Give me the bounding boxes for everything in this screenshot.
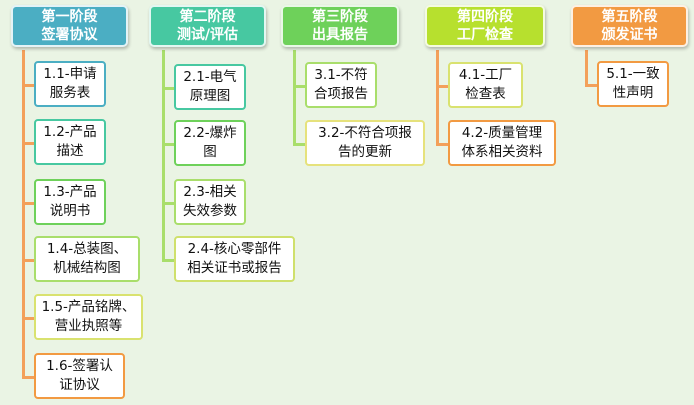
connector-stage-2 [162, 50, 165, 262]
connector-stage-3 [293, 50, 296, 145]
stage-4-header: 第四阶段 工厂检查 [425, 5, 545, 47]
item-2-1: 2.1-电气 原理图 [174, 64, 246, 110]
item-1-6: 1.6-签署认 证协议 [34, 353, 125, 399]
item-3-2: 3.2-不符合项报 告的更新 [305, 120, 425, 166]
stage-3-header: 第三阶段 出具报告 [281, 5, 399, 47]
connector-5-1 [585, 84, 597, 87]
item-3-1: 3.1-不符 合项报告 [305, 62, 377, 108]
connector-2-4 [162, 259, 174, 262]
connector-2-2 [162, 143, 174, 146]
item-1-5: 1.5-产品铭牌、 营业执照等 [34, 294, 143, 340]
connector-2-3 [162, 202, 174, 205]
item-1-3: 1.3-产品 说明书 [34, 179, 106, 225]
stage-5-header: 第五阶段 颁发证书 [571, 5, 688, 47]
connector-3-1 [293, 85, 305, 88]
stage-2-header: 第二阶段 测试/评估 [149, 5, 266, 47]
connector-1-1 [22, 84, 34, 87]
item-5-1: 5.1-一致 性声明 [597, 61, 669, 107]
item-4-1: 4.1-工厂 检查表 [448, 62, 523, 108]
item-1-4: 1.4-总装图、 机械结构图 [34, 236, 140, 282]
connector-1-6 [22, 376, 34, 379]
connector-3-2 [293, 143, 305, 146]
item-1-2: 1.2-产品 描述 [34, 119, 106, 165]
connector-stage-4 [436, 50, 439, 145]
item-2-3: 2.3-相关 失效参数 [174, 179, 246, 225]
connector-stage-1 [22, 50, 25, 378]
item-2-2: 2.2-爆炸 图 [174, 120, 246, 166]
item-1-1: 1.1-申请 服务表 [34, 61, 106, 107]
connector-4-2 [436, 143, 448, 146]
connector-4-1 [436, 85, 448, 88]
stage-1-header: 第一阶段 签署协议 [11, 5, 128, 47]
connector-1-3 [22, 202, 34, 205]
connector-1-4 [22, 259, 34, 262]
item-2-4: 2.4-核心零部件 相关证书或报告 [174, 236, 295, 282]
connector-stage-5 [585, 50, 588, 87]
item-4-2: 4.2-质量管理 体系相关资料 [448, 120, 556, 166]
connector-2-1 [162, 87, 174, 90]
connector-1-5 [22, 317, 34, 320]
connector-1-2 [22, 142, 34, 145]
